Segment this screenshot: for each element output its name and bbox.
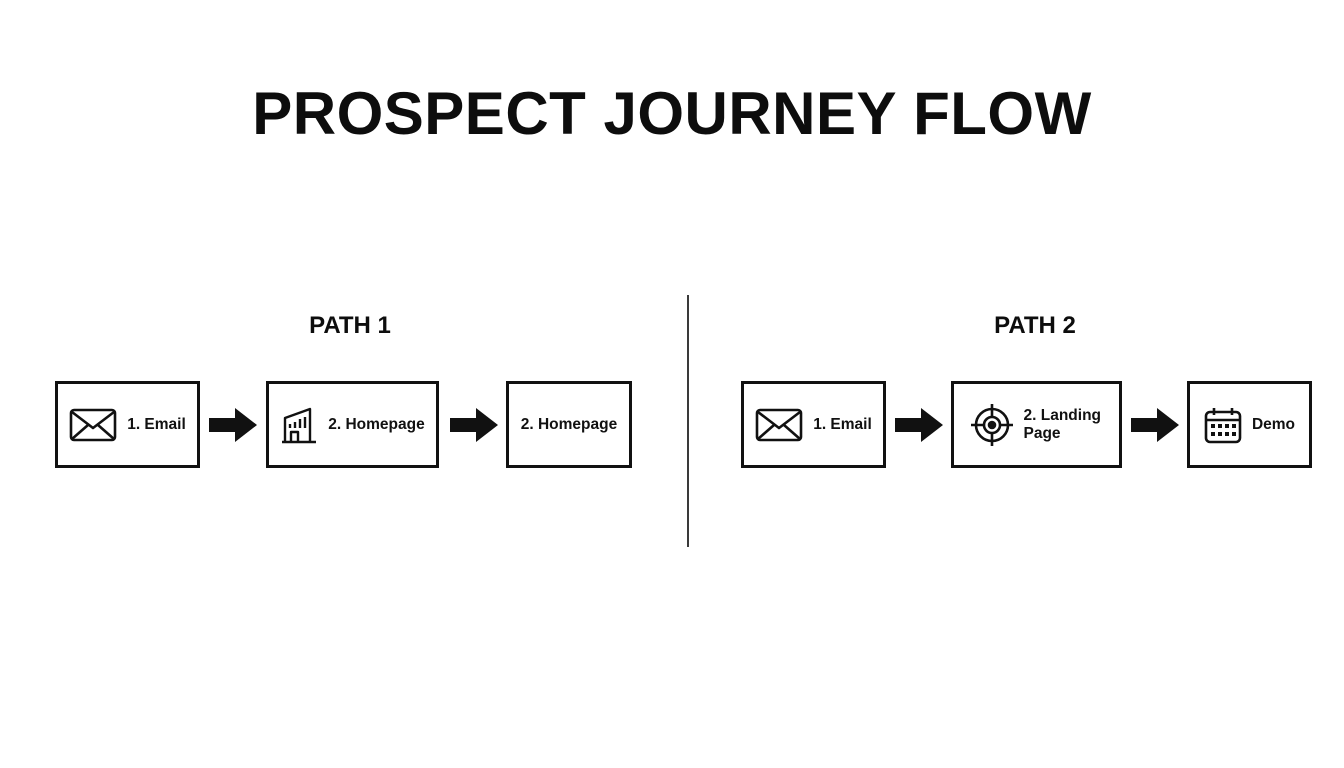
path-2-step-demo: Demo [1187, 381, 1312, 468]
arrow-right-icon [895, 408, 943, 442]
arrow-right-icon [209, 408, 257, 442]
path-2-label: PATH 2 [994, 312, 1076, 339]
step-label: 1. Email [127, 415, 186, 433]
target-icon [970, 403, 1014, 447]
envelope-icon [69, 408, 117, 442]
step-label: 2. Homepage [328, 415, 425, 433]
envelope-icon [755, 408, 803, 442]
step-label: Demo [1251, 415, 1296, 433]
path-2-step-landing-page: 2. Landing Page [951, 381, 1122, 468]
building-icon [280, 406, 318, 444]
page-title: PROSPECT JOURNEY FLOW [252, 80, 1092, 147]
path-1-step-email: 1. Email [55, 381, 200, 468]
path-2-step-email: 1. Email [741, 381, 886, 468]
arrow-right-icon [450, 408, 498, 442]
step-label: 2. Landing Page [1023, 406, 1102, 442]
path-1-step-homepage: 2. Homepage [266, 381, 439, 468]
path-divider [687, 295, 689, 547]
arrow-right-icon [1131, 408, 1179, 442]
path-1-label: PATH 1 [309, 312, 391, 339]
step-label: 1. Email [813, 415, 872, 433]
calendar-icon [1204, 406, 1242, 444]
path-1-step-homepage-2: 2. Homepage [506, 381, 632, 468]
step-label: 2. Homepage [520, 415, 618, 433]
